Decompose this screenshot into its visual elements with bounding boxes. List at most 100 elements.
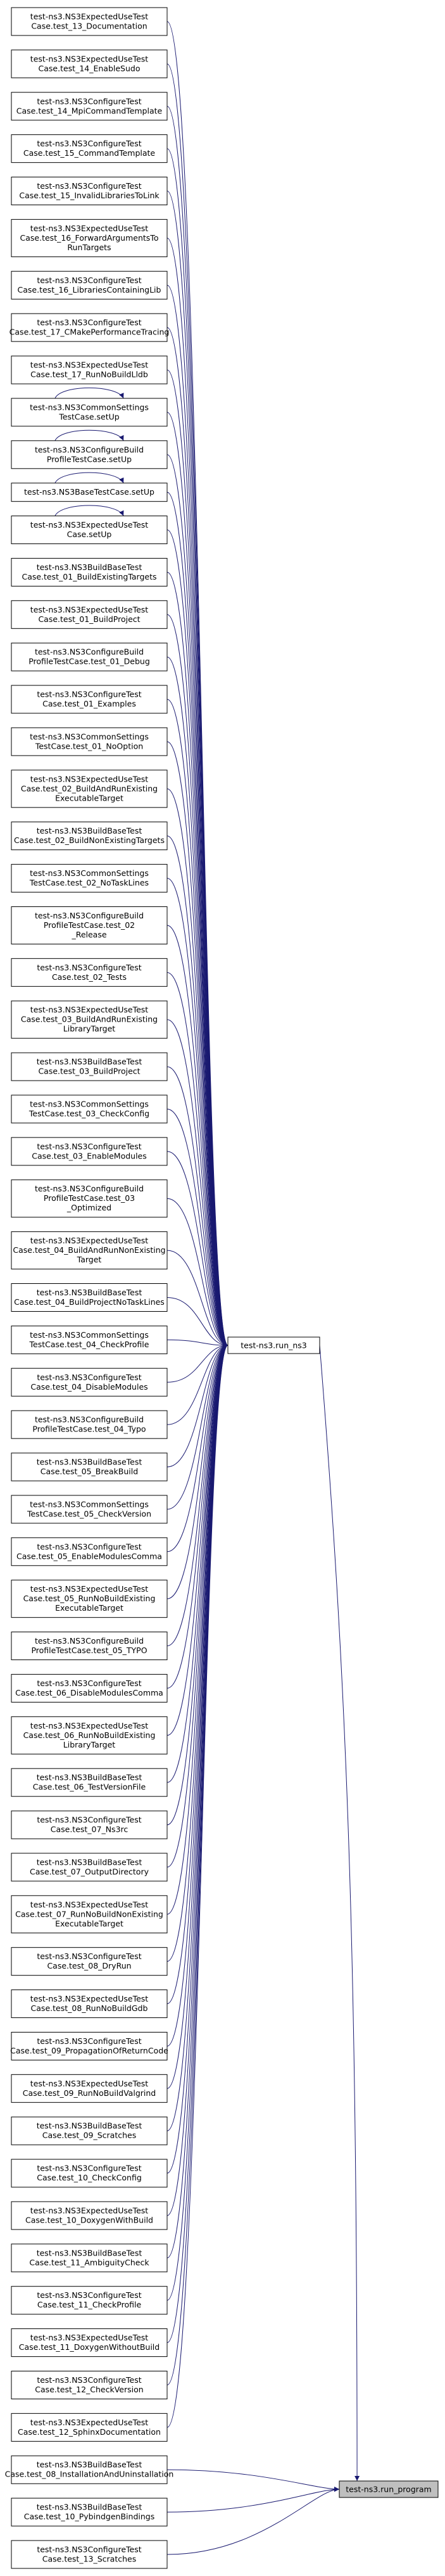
- node-box[interactable]: test-ns3.NS3ExpectedUseTestCase.test_01_…: [11, 600, 168, 629]
- edge-left-21: [166, 925, 229, 1348]
- node-label-line: test-ns3.NS3ExpectedUseTest: [30, 1721, 149, 1730]
- node-label-line: ProfileTestCase.test_05_TYPO: [31, 1646, 147, 1655]
- node-box[interactable]: test-ns3.NS3ExpectedUseTestCase.test_08_…: [11, 1989, 168, 2019]
- node-box[interactable]: test-ns3.NS3BuildBaseTestCase.test_04_Bu…: [11, 1283, 168, 1312]
- node-rect: [11, 2370, 168, 2399]
- node-box[interactable]: test-ns3.NS3ConfigureTestCase.test_09_Pr…: [10, 2031, 168, 2060]
- node-box[interactable]: test-ns3.NS3BuildBaseTestCase.test_05_Br…: [11, 1452, 168, 1482]
- node-box[interactable]: test-ns3.NS3ConfigureBuildProfileTestCas…: [11, 1179, 168, 1218]
- node-box[interactable]: test-ns3.NS3BuildBaseTestCase.test_02_Bu…: [11, 822, 168, 851]
- node-box[interactable]: test-ns3.NS3ExpectedUseTestCase.test_12_…: [11, 2413, 168, 2442]
- node-label-line: test-ns3.NS3ExpectedUseTest: [30, 605, 149, 614]
- node-box[interactable]: test-ns3.NS3ExpectedUseTestCase.test_03_…: [11, 1000, 168, 1039]
- node-box[interactable]: test-ns3.NS3ConfigureBuildProfileTestCas…: [11, 1632, 168, 1661]
- node-box[interactable]: test-ns3.NS3ExpectedUseTestCase.test_07_…: [11, 1895, 168, 1934]
- node-box[interactable]: test-ns3.NS3ExpectedUseTestCase.test_05_…: [11, 1580, 168, 1618]
- node-label-line: test-ns3.NS3ConfigureTest: [37, 2164, 141, 2173]
- node-box[interactable]: test-ns3.NS3BuildBaseTestCase.test_06_Te…: [11, 1768, 168, 1797]
- node-box[interactable]: test-ns3.NS3ExpectedUseTestCase.test_11_…: [11, 2328, 168, 2357]
- node-rect: [11, 2455, 168, 2484]
- node-box[interactable]: test-ns3.NS3BuildBaseTestCase.test_01_Bu…: [11, 557, 168, 587]
- node-box[interactable]: test-ns3.NS3CommonSettingsTestCase.test_…: [11, 1094, 168, 1124]
- node-box[interactable]: test-ns3.NS3ConfigureBuildProfileTestCas…: [11, 1410, 168, 1439]
- node-label-line: Case.test_06_TestVersionFile: [33, 1782, 146, 1792]
- node-rect: [11, 2243, 168, 2273]
- edge-left-44: [166, 1343, 229, 1962]
- node-box[interactable]: test-ns3.NS3BuildBaseTestCase.test_09_Sc…: [11, 2116, 168, 2145]
- node-box[interactable]: test-ns3.NS3ConfigureTestCase.test_12_Ch…: [11, 2370, 168, 2399]
- node-label-line: test-ns3.NS3ConfigureTest: [37, 2375, 141, 2385]
- node-box[interactable]: test-ns3.NS3ConfigureTestCase.test_15_In…: [11, 177, 168, 206]
- node-rect-highlighted: [339, 2480, 439, 2498]
- node-box[interactable]: test-ns3.NS3ConfigureTestCase.test_10_Ch…: [11, 2159, 168, 2188]
- node-box[interactable]: test-ns3.NS3BuildBaseTestCase.test_03_Bu…: [11, 1052, 168, 1081]
- node-box[interactable]: test-ns3.NS3CommonSettingsTestCase.test_…: [11, 864, 168, 893]
- node-label-line: TestCase.test_02_NoTaskLines: [29, 878, 149, 887]
- edge-left-23: [166, 1019, 229, 1348]
- node-box[interactable]: test-ns3.NS3BuildBaseTestCase.test_08_In…: [5, 2455, 174, 2484]
- node-box[interactable]: test-ns3.NS3ConfigureTestCase.test_11_Ch…: [11, 2286, 168, 2315]
- node-box[interactable]: test-ns3.NS3BuildBaseTestCase.test_11_Am…: [11, 2243, 168, 2273]
- node-rect: [11, 557, 168, 587]
- node-label-line: test-ns3.NS3ExpectedUseTest: [30, 774, 149, 784]
- edge-left-29: [166, 1297, 229, 1348]
- node-box[interactable]: test-ns3.NS3ConfigureBuildProfileTestCas…: [11, 440, 168, 469]
- node-label-line: test-ns3.NS3ExpectedUseTest: [30, 520, 149, 530]
- node-box[interactable]: test-ns3.NS3ConfigureTestCase.test_15_Co…: [11, 134, 168, 163]
- node-box[interactable]: test-ns3.NS3CommonSettingsTestCase.test_…: [11, 727, 168, 756]
- node-box[interactable]: test-ns3.NS3ExpectedUseTestCase.test_06_…: [11, 1716, 168, 1754]
- node-box[interactable]: test-ns3.NS3ExpectedUseTestCase.test_02_…: [11, 770, 168, 808]
- node-label-line: RunTargets: [67, 243, 111, 252]
- node-box[interactable]: test-ns3.NS3ExpectedUseTestCase.test_17_…: [11, 355, 168, 384]
- node-label-line: ProfileTestCase.test_04_Typo: [32, 1424, 146, 1434]
- node-box[interactable]: test-ns3.NS3ExpectedUseTestCase.test_09_…: [11, 2074, 168, 2103]
- node-box[interactable]: test-ns3.NS3ConfigureTestCase.test_03_En…: [11, 1137, 168, 1166]
- node-label-line: test-ns3.NS3ConfigureTest: [37, 318, 141, 327]
- node-box[interactable]: test-ns3.NS3ConfigureTestCase.test_02_Te…: [11, 958, 168, 987]
- node-box[interactable]: test-ns3.NS3ExpectedUseTestCase.test_16_…: [11, 219, 168, 257]
- node-box[interactable]: test-ns3.NS3ConfigureTestCase.test_07_Ns…: [11, 1810, 168, 1839]
- node-box[interactable]: test-ns3.NS3ConfigureBuildProfileTestCas…: [11, 642, 168, 671]
- node-box[interactable]: test-ns3.NS3ExpectedUseTestCase.test_14_…: [11, 49, 168, 79]
- node-box[interactable]: test-ns3.NS3CommonSettingsTestCase.test_…: [11, 1495, 168, 1524]
- node-box[interactable]: test-ns3.NS3BuildBaseTestCase.test_10_Py…: [11, 2497, 168, 2527]
- node-rect: [11, 864, 168, 893]
- edge-left-45: [166, 1343, 229, 2005]
- node-label-line: TestCase.test_05_CheckVersion: [27, 1509, 151, 1518]
- node-label-line: test-ns3.NS3ExpectedUseTest: [30, 360, 149, 370]
- node-box[interactable]: test-ns3.NS3ConfigureTestCase.test_14_Mp…: [11, 92, 168, 121]
- node-label-line: Case.test_13_Scratches: [42, 2554, 136, 2564]
- self-loop-edge-12: [54, 505, 124, 516]
- node-run-program[interactable]: test-ns3.run_program: [339, 2480, 439, 2498]
- node-rect: [227, 1336, 320, 1354]
- node-box[interactable]: test-ns3.NS3ExpectedUseTestCase.test_04_…: [11, 1231, 168, 1270]
- node-box[interactable]: test-ns3.NS3ConfigureBuildProfileTestCas…: [11, 906, 168, 944]
- node-box[interactable]: test-ns3.NS3ExpectedUseTestCase.test_13_…: [11, 7, 168, 36]
- node-box[interactable]: test-ns3.NS3BaseTestCase.setUp: [11, 483, 168, 502]
- node-label-line: test-ns3.NS3ConfigureTest: [37, 1951, 141, 1961]
- node-label-line: Case.test_10_DoxygenWithBuild: [25, 2215, 153, 2224]
- node-rect: [11, 727, 168, 756]
- node-box[interactable]: test-ns3.NS3ConfigureTestCase.test_04_Di…: [11, 1367, 168, 1397]
- node-box[interactable]: test-ns3.NS3ConfigureTestCase.test_05_En…: [11, 1537, 168, 1566]
- node-label-line: Case.test_03_EnableModules: [32, 1151, 147, 1160]
- node-box[interactable]: test-ns3.NS3ConfigureTestCase.test_16_Li…: [11, 270, 168, 300]
- node-box[interactable]: test-ns3.NS3ConfigureTestCase.test_17_CM…: [9, 313, 170, 342]
- node-box[interactable]: test-ns3.NS3ConfigureTestCase.test_01_Ex…: [11, 685, 168, 714]
- node-box[interactable]: test-ns3.NS3ConfigureTestCase.test_06_Di…: [11, 1673, 168, 1703]
- node-label-line: test-ns3.NS3ConfigureTest: [37, 276, 141, 285]
- node-box[interactable]: test-ns3.NS3ConfigureTestCase.test_08_Dr…: [11, 1947, 168, 1976]
- node-box[interactable]: test-ns3.NS3ExpectedUseTestCase.test_10_…: [11, 2201, 168, 2230]
- node-rect: [11, 958, 168, 987]
- node-run-ns3[interactable]: test-ns3.run_ns3: [227, 1336, 320, 1354]
- node-rect: [11, 219, 168, 257]
- node-box[interactable]: test-ns3.NS3BuildBaseTestCase.test_07_Ou…: [11, 1853, 168, 1882]
- node-label-line: test-ns3.NS3BuildBaseTest: [37, 2248, 142, 2257]
- node-box[interactable]: test-ns3.NS3CommonSettingsTestCase.test_…: [11, 1325, 168, 1354]
- edge-left-18: [166, 788, 229, 1348]
- node-box[interactable]: test-ns3.NS3ConfigureTestCase.test_13_Sc…: [11, 2540, 168, 2569]
- node-label-line: Case.test_15_InvalidLibrariesToLink: [19, 191, 160, 200]
- node-label-line: test-ns3.NS3BuildBaseTest: [37, 1288, 142, 1297]
